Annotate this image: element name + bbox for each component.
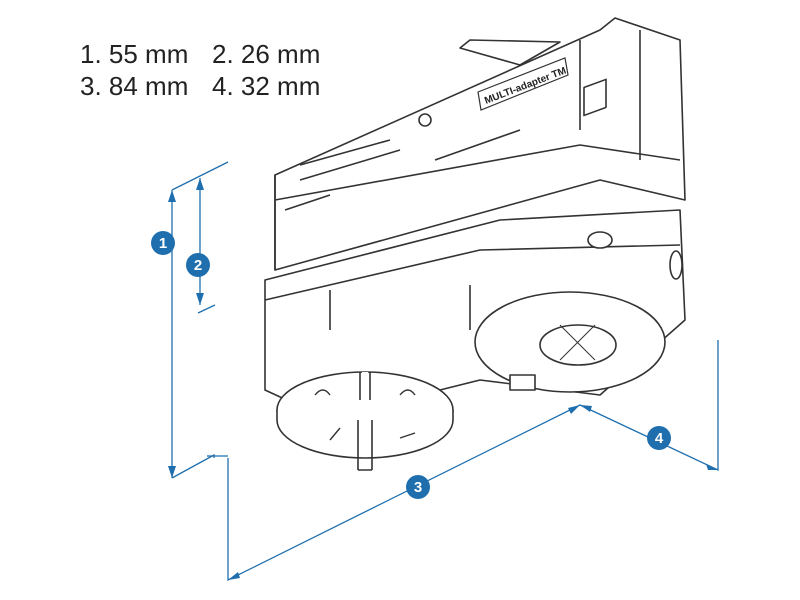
svg-text:1: 1 [159,235,167,252]
dimension-legend: 1. 55 mm 2. 26 mm 3. 84 mm 4. 32 mm [80,38,320,102]
marker-4: 4 [647,426,671,450]
svg-text:2: 2 [194,257,202,274]
marker-2: 2 [186,253,210,277]
svg-text:3: 3 [414,479,422,496]
marker-3: 3 [406,475,430,499]
dimension-3-label: 3. 84 mm [80,71,189,101]
adapter-body [264,17,686,471]
dimension-4-label: 4. 32 mm [212,71,321,101]
marker-1: 1 [151,231,175,255]
dimension-1-label: 1. 55 mm [80,39,189,69]
svg-text:4: 4 [655,430,664,447]
dimension-arrows [168,178,718,580]
dimension-2-label: 2. 26 mm [212,39,321,69]
